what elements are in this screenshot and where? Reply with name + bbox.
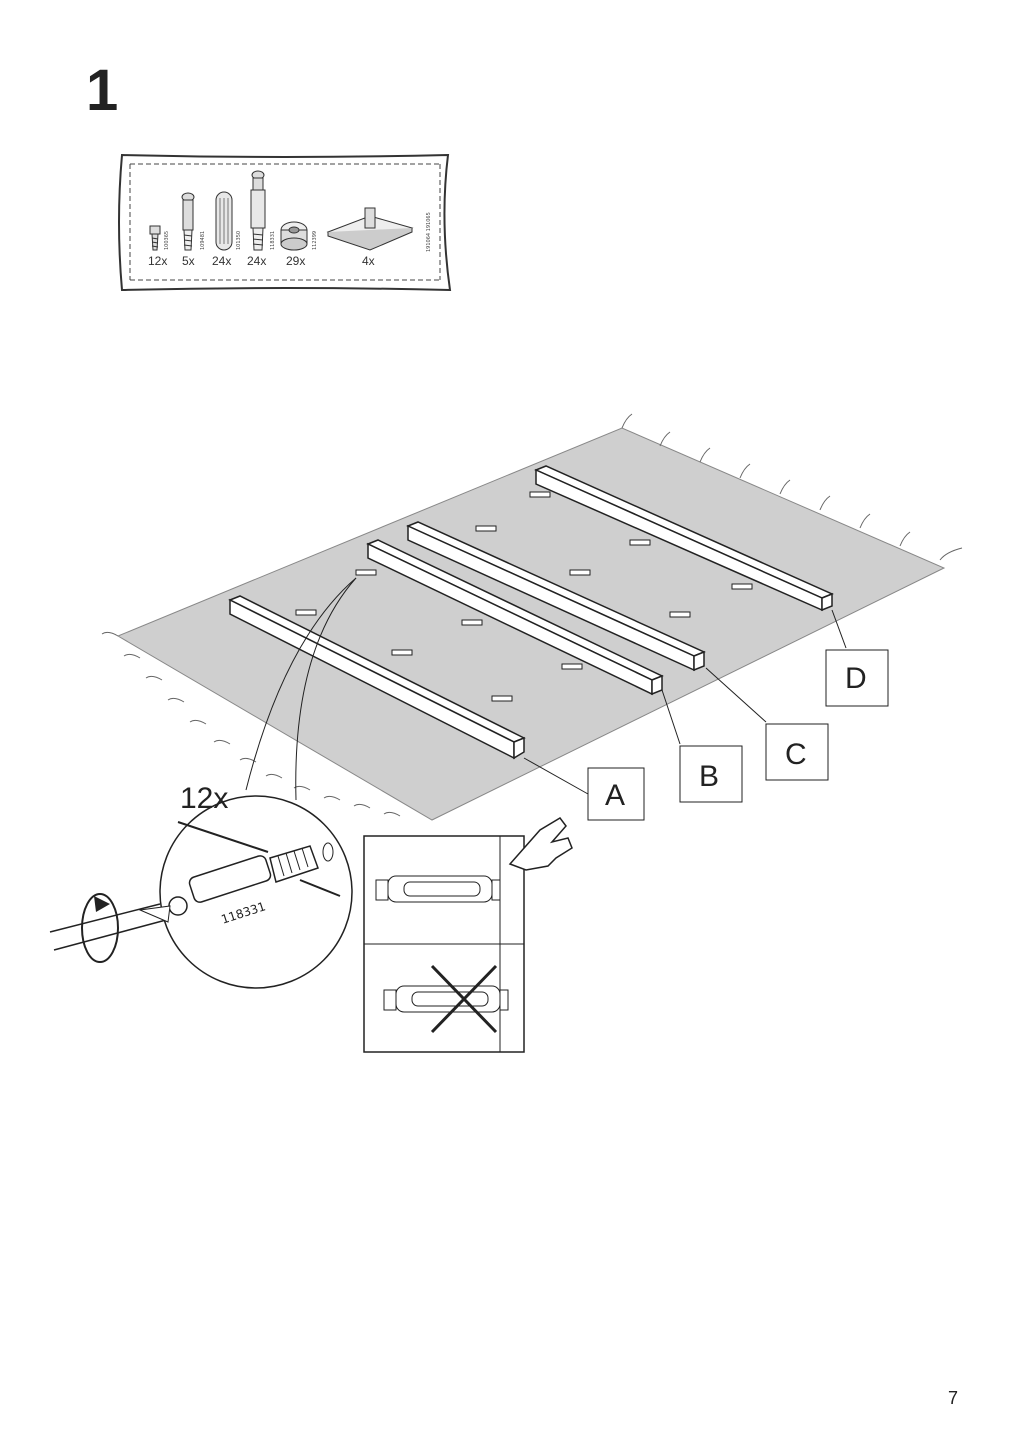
incorrect-cam-bolt [383, 985, 509, 1013]
label-box-a: A [587, 767, 645, 821]
assembly-illustration: A B C D 12x [49, 413, 963, 1053]
cam-bolt-icon [295, 491, 753, 702]
rail-d [534, 465, 834, 612]
rail-c [406, 521, 706, 672]
insertion-check-panel [363, 817, 573, 1053]
svg-text:109481: 109481 [200, 231, 206, 250]
part-qty: 12x [148, 254, 167, 268]
svg-text:100365: 100365 [164, 231, 170, 250]
svg-text:191064 191065: 191064 191065 [426, 212, 432, 252]
part-qty: 4x [362, 254, 375, 268]
correct-cam-bolt [375, 875, 501, 903]
wooden-dowel-icon [215, 191, 233, 251]
svg-text:B: B [699, 760, 719, 793]
assembly-scene: A B C D 12x [0, 380, 1012, 1084]
part-qty: 24x [212, 254, 231, 268]
art-number: 191064 191065 [426, 212, 432, 252]
rug-fringe [101, 413, 963, 817]
step-number: 1 [86, 58, 119, 123]
screw-icon [149, 225, 161, 251]
cam-lock-icon [280, 221, 308, 251]
hand-press-icon [508, 817, 573, 871]
art-number: 109481 [200, 231, 206, 250]
page-number: 7 [947, 1388, 958, 1408]
cam-bolt-icon [250, 170, 266, 251]
rail-b [366, 539, 664, 696]
detail-qty: 12x [180, 782, 228, 815]
svg-text:118331: 118331 [270, 231, 276, 250]
part-qty: 24x [247, 254, 266, 268]
svg-text:112399: 112399 [312, 231, 318, 250]
parts-bag-outline: 100365 109481 101350 118331 112399 19106… [118, 153, 452, 292]
art-number: 101350 [236, 231, 242, 250]
parts-bag: 100365 109481 101350 118331 112399 19106… [112, 150, 458, 300]
svg-text:C: C [785, 738, 807, 771]
part-qty: 29x [286, 254, 305, 268]
label-box-d: D [825, 649, 889, 707]
label-box-b: B [679, 745, 743, 803]
label-box-c: C [765, 723, 829, 781]
cross-icon [430, 964, 498, 1034]
cam-bolt-icon [168, 842, 334, 916]
art-number: 118331 [270, 231, 276, 250]
screwdriver-icon [49, 893, 171, 963]
svg-text:A: A [605, 779, 625, 812]
part-qty: 5x [182, 254, 195, 268]
svg-text:D: D [845, 662, 867, 695]
floor-protector-icon [326, 207, 414, 251]
art-number: 100365 [164, 231, 170, 250]
rail-a [228, 595, 526, 760]
detail-callout: 12x 118331 [49, 577, 357, 989]
svg-text:101350: 101350 [236, 231, 242, 250]
art-number: 112399 [312, 231, 318, 250]
cam-bolt-icon [181, 192, 195, 251]
